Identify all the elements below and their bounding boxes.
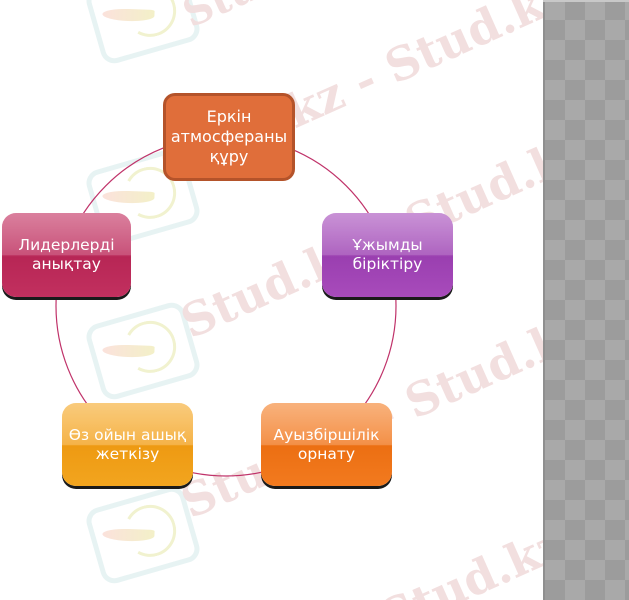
node-erkin-atmosfera[interactable]: Еркін атмосфераны құру: [163, 93, 295, 181]
node-oz-oiyn-ashyq-zhetkizu[interactable]: Өз ойын ашық жеткізу: [62, 403, 193, 486]
node-label-line: біріктіру: [352, 255, 423, 273]
node-liderlerdi-anyqtau[interactable]: Лидерлерді анықтау: [2, 213, 131, 297]
side-panel-pattern: [543, 0, 629, 600]
node-label-line: атмосфераны: [170, 127, 288, 146]
side-panel-edge: [543, 0, 629, 2]
node-label-line: орнату: [297, 444, 356, 463]
slide: Stud.kz Stud.kz - Stud.kz Stud.kz - Stud…: [0, 0, 543, 600]
node-label-line: Лидерлерді: [18, 236, 115, 254]
node-label-line: анықтау: [32, 255, 101, 273]
node-label-line: Ауызбіршілік: [273, 425, 380, 444]
node-uzhymdy-biriktiru[interactable]: Ұжымды біріктіру: [322, 213, 453, 297]
node-label-line: құру: [209, 147, 249, 166]
node-label-line: Ұжымды: [352, 236, 423, 254]
node-label-line: Өз ойын ашық: [68, 425, 187, 444]
cycle-ring: [55, 135, 397, 477]
node-label-line: Еркін: [206, 107, 252, 126]
node-label-line: жеткізу: [95, 444, 160, 463]
node-auyzbirshilik-ornatu[interactable]: Ауызбіршілік орнату: [261, 403, 392, 486]
